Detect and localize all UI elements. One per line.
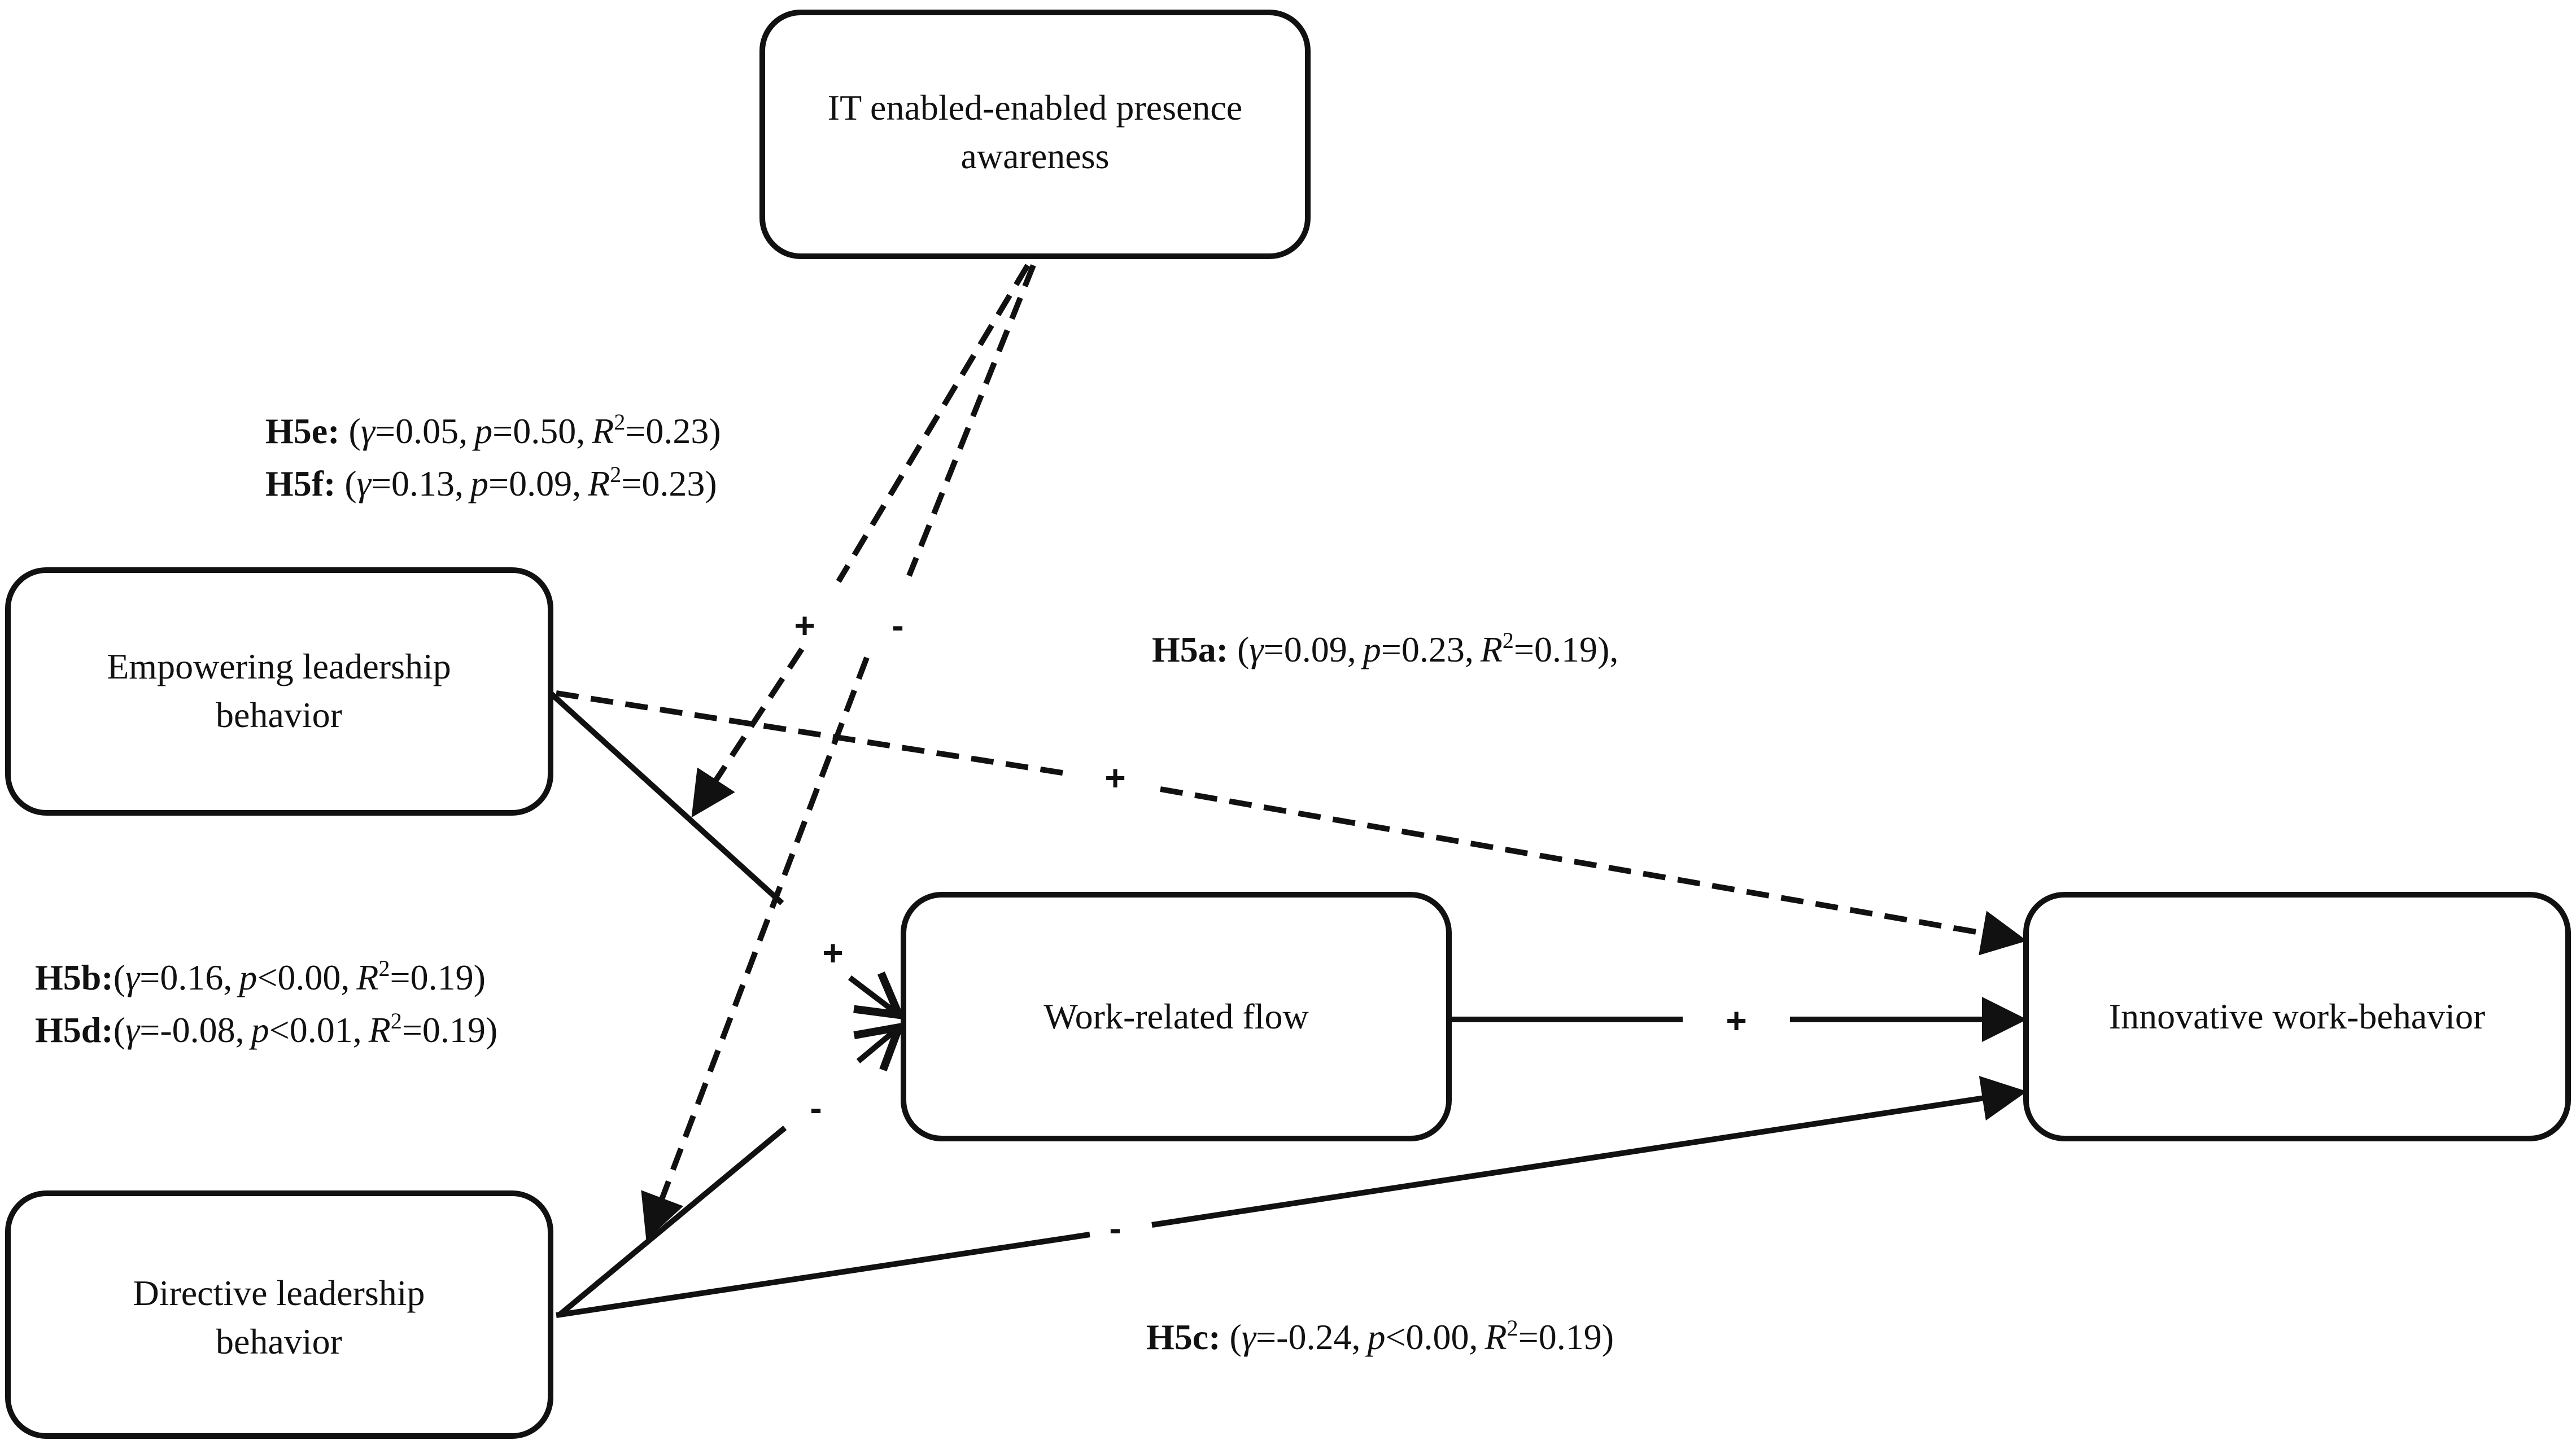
hypothesis-h5f: H5f: (γ=0.13,p=0.09,R2=0.23) — [265, 462, 717, 504]
node-it-presence-awareness: IT enabled-enabled presence awareness — [759, 10, 1311, 259]
sign-empowering-to-innovative: + — [1104, 758, 1125, 798]
path-empowering-to-innovative — [556, 690, 2027, 956]
sign-empowering-to-flow: + — [822, 933, 843, 973]
node-empowering-line2: behavior — [216, 695, 342, 735]
hypothesis-h5a: H5a: (γ=0.09,p=0.23,R2=0.19), — [1152, 628, 1618, 669]
path-it-moderates-directive — [641, 264, 1036, 1241]
node-it-presence-line2: awareness — [961, 136, 1110, 176]
sign-flow-to-innovative: + — [1726, 1000, 1747, 1041]
hypothesis-h5b: H5b:(γ=0.16,p<0.00,R2=0.19) — [35, 956, 486, 997]
hypothesis-h5e: H5e: (γ=0.05,p=0.50,R2=0.23) — [265, 409, 721, 451]
node-empowering-leadership: Empowering leadership behavior — [5, 567, 553, 816]
node-directive-line2: behavior — [216, 1321, 342, 1362]
node-innovative-label: Innovative work-behavior — [2109, 996, 2485, 1036]
sign-directive-to-flow: - — [810, 1088, 822, 1128]
node-flow-label: Work-related flow — [1044, 996, 1308, 1036]
sign-it-moderates-empowering: + — [794, 605, 815, 646]
node-work-related-flow: Work-related flow — [901, 892, 1452, 1141]
sign-directive-to-innovative: - — [1109, 1208, 1121, 1249]
node-directive-line1: Directive leadership — [133, 1273, 425, 1313]
path-empowering-to-flow — [548, 691, 906, 1020]
node-it-presence-line1: IT enabled-enabled presence — [828, 87, 1242, 128]
sign-it-moderates-directive: - — [892, 605, 903, 646]
node-directive-leadership: Directive leadership behavior — [5, 1190, 553, 1439]
node-empowering-line1: Empowering leadership — [107, 646, 451, 686]
hypothesis-h5c: H5c: (γ=-0.24,p<0.00,R2=0.19) — [1146, 1315, 1614, 1357]
path-it-moderates-empowering — [691, 264, 1031, 818]
hypothesis-h5d: H5d:(γ=-0.08,p<0.01,R2=0.19) — [35, 1008, 497, 1050]
node-innovative-work-behavior: Innovative work-behavior — [2023, 892, 2571, 1141]
path-directive-to-innovative — [556, 1076, 2027, 1318]
